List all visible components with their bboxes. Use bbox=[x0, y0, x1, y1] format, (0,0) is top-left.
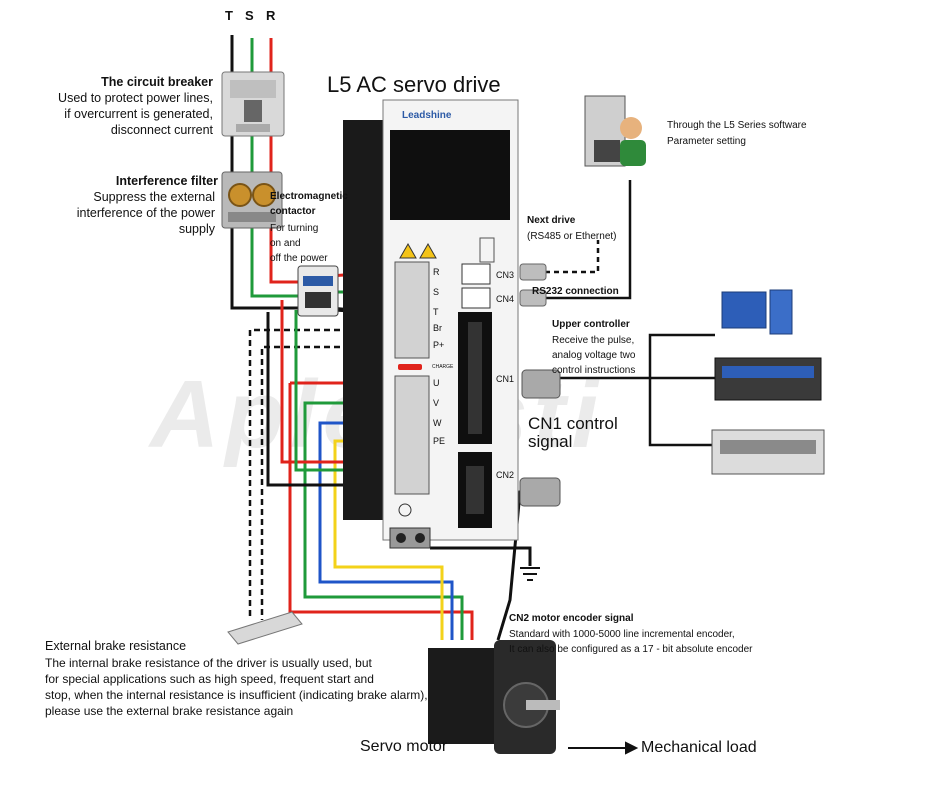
terminal-u: U bbox=[433, 378, 440, 388]
contactor-heading-1: Electromagnetic bbox=[270, 191, 348, 202]
interference-filter bbox=[221, 171, 283, 229]
upper-controller-line-2: analog voltage two bbox=[552, 350, 636, 361]
terminal-r: R bbox=[433, 267, 440, 277]
phase-r-label: R bbox=[266, 8, 276, 23]
drive-body bbox=[343, 99, 519, 549]
brake-line-1: The internal brake resistance of the dri… bbox=[45, 656, 372, 670]
cn2-encoder-heading: CN2 motor encoder signal bbox=[509, 613, 634, 624]
terminal-s: S bbox=[433, 287, 440, 297]
earth-ground bbox=[520, 567, 540, 581]
brake-heading: External brake resistance bbox=[45, 639, 187, 653]
brake-line-2: for special applications such as high sp… bbox=[45, 672, 374, 686]
cn2-encoder-line-2: It can also be configured as a 17 - bit … bbox=[509, 644, 753, 655]
breaker-line-1: Used to protect power lines, bbox=[58, 91, 213, 105]
software-line-2: Parameter setting bbox=[667, 136, 746, 147]
brand-logo: Leadshine bbox=[402, 110, 452, 121]
terminal-w: W bbox=[433, 418, 442, 428]
terminal-p-plus: P+ bbox=[433, 340, 445, 350]
contactor-line-2: on and bbox=[270, 238, 301, 249]
filter-heading: Interference filter bbox=[115, 174, 218, 188]
phase-s-label: S bbox=[245, 8, 254, 23]
upper-controller-line-1: Receive the pulse, bbox=[552, 335, 635, 346]
terminal-pe: PE bbox=[433, 436, 446, 446]
contactor-line-1: For turning bbox=[270, 223, 319, 234]
contactor bbox=[297, 265, 339, 317]
rs232-label: RS232 connection bbox=[532, 286, 619, 297]
upper-controller-line-3: control instructions bbox=[552, 365, 636, 376]
circuit-breaker bbox=[221, 71, 285, 137]
upper-controller-heading: Upper controller bbox=[552, 319, 630, 330]
cn2-label: CN2 bbox=[496, 470, 515, 480]
next-drive-sub: (RS485 or Ethernet) bbox=[527, 231, 617, 242]
charge-label: CHARGE bbox=[432, 364, 454, 370]
filter-line-3: supply bbox=[178, 222, 215, 236]
phase-t-label: T bbox=[225, 8, 233, 23]
brake-line-4: please use the external brake resistance… bbox=[45, 704, 294, 718]
terminal-v: V bbox=[433, 398, 440, 408]
cn4-label: CN4 bbox=[496, 294, 515, 304]
upper-controller-devices bbox=[711, 289, 825, 475]
load-arrow bbox=[568, 741, 639, 755]
comm-lines bbox=[545, 180, 715, 447]
comm-plugs bbox=[519, 263, 561, 507]
contactor-heading-2: contactor bbox=[270, 206, 316, 217]
next-drive-heading: Next drive bbox=[527, 215, 576, 226]
cn3-label: CN3 bbox=[496, 270, 515, 280]
contactor-line-3: off the power bbox=[270, 253, 328, 264]
cn1-label: CN1 bbox=[496, 374, 515, 384]
cn1-signal-line-1: CN1 control bbox=[528, 414, 618, 433]
pc-computer bbox=[584, 95, 646, 167]
cn2-encoder-line-1: Standard with 1000-5000 line incremental… bbox=[509, 629, 735, 640]
servo-motor-label: Servo motor bbox=[360, 738, 448, 755]
brake-resistor bbox=[227, 611, 303, 645]
page-title: L5 AC servo drive bbox=[327, 72, 501, 97]
software-line-1: Through the L5 Series software bbox=[667, 120, 807, 131]
brake-line-3: stop, when the internal resistance is in… bbox=[45, 688, 428, 702]
servo-motor bbox=[428, 640, 560, 754]
terminal-br: Br bbox=[433, 323, 442, 333]
terminal-t: T bbox=[433, 307, 439, 317]
breaker-line-3: disconnect current bbox=[110, 123, 213, 137]
breaker-line-2: if overcurrent is generated, bbox=[64, 107, 213, 121]
filter-line-2: interference of the power bbox=[76, 206, 215, 220]
cn1-signal-line-2: signal bbox=[528, 432, 573, 451]
filter-line-1: Suppress the external bbox=[93, 190, 215, 204]
breaker-heading: The circuit breaker bbox=[101, 75, 213, 89]
mechanical-load-label: Mechanical load bbox=[641, 739, 757, 756]
